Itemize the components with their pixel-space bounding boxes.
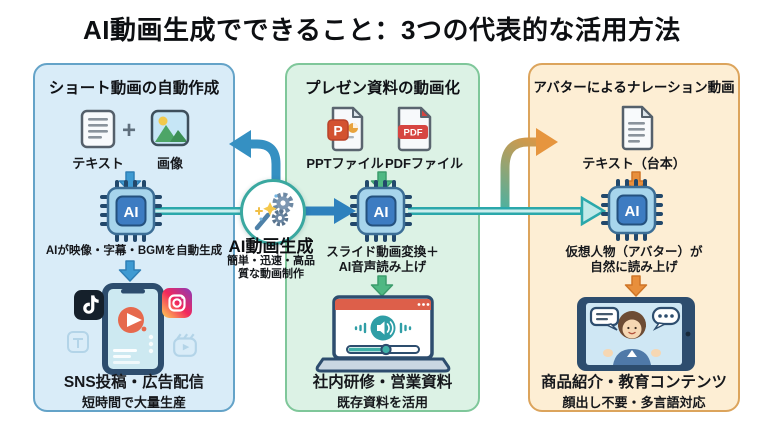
panel-short-video-header: ショート動画の自動作成	[48, 80, 220, 97]
output-subtitle: 短時間で大量生産	[81, 395, 186, 410]
ghost-post-icon	[67, 331, 89, 353]
svg-text:P: P	[333, 123, 342, 139]
process-text: AIが映像・字幕・BGMを自動生成	[45, 245, 223, 257]
process-line2: AI音声読み上げ	[338, 260, 427, 274]
input-label-ppt: PPTファイル	[306, 156, 384, 171]
image-icon	[150, 109, 190, 147]
script-document-icon	[621, 105, 654, 151]
laptop-audio-icon	[315, 295, 451, 373]
arrow-down-icon	[370, 275, 394, 297]
pdf-file-icon: PDF	[397, 106, 432, 152]
input-label-text: テキスト	[72, 156, 124, 171]
tiktok-icon	[74, 290, 104, 320]
process-line2: 自然に読み上げ	[590, 260, 678, 274]
ghost-clip-icon	[173, 333, 197, 357]
page-title: AI動画生成でできること：3つの代表的な活用方法	[83, 15, 681, 45]
process-line1: 仮想人物（アバター）が	[565, 245, 703, 259]
magic-wand-gears-icon	[254, 192, 294, 231]
svg-text:AI: AI	[374, 204, 389, 221]
panel-avatar-header: アバターによるナレーション動画	[533, 80, 735, 95]
instagram-icon	[162, 288, 192, 318]
arrow-down-icon	[118, 260, 142, 282]
process-line1: スライド動画変換＋	[326, 245, 439, 259]
arrow-down-icon	[624, 275, 648, 297]
input-label-script: テキスト（台本）	[582, 156, 686, 171]
ai-chip-icon: AI	[350, 180, 412, 242]
ai-chip-icon: AI	[601, 179, 663, 241]
ai-chip-icon: AI	[100, 180, 162, 242]
svg-text:AI: AI	[124, 204, 139, 221]
smartphone-video-icon	[102, 283, 164, 375]
input-label-image: 画像	[156, 156, 183, 171]
hub-subtitle-line1: 簡単・迅速・高品	[227, 255, 315, 267]
plus-icon: +	[122, 117, 137, 144]
output-subtitle: 顔出し不要・多言語対応	[562, 395, 706, 410]
panel-presentation-header: プレゼン資料の動画化	[304, 80, 460, 97]
output-title: 商品紹介・教育コンテンツ	[540, 374, 727, 391]
hub-subtitle-line2: 質な動画制作	[238, 268, 304, 280]
output-title: 社内研修・営業資料	[312, 374, 453, 391]
input-label-pdf: PDFファイル	[384, 156, 463, 171]
svg-text:PDF: PDF	[404, 128, 423, 139]
ppt-file-icon: P	[327, 106, 364, 152]
output-subtitle: 既存資料を活用	[336, 395, 428, 410]
panel-presentation: プレゼン資料の動画化 P PDF PPTファイル PDFファイル スライド動画変…	[285, 63, 480, 412]
panel-short-video: ショート動画の自動作成 + テキスト 画像 AIが映像・字幕・BGMを自動生成	[33, 63, 235, 412]
text-document-icon	[80, 109, 116, 149]
svg-text:AI: AI	[625, 203, 640, 220]
output-title: SNS投稿・広告配信	[63, 374, 205, 391]
hub-title: AI動画生成	[228, 237, 314, 256]
tablet-avatar-icon	[577, 297, 695, 371]
